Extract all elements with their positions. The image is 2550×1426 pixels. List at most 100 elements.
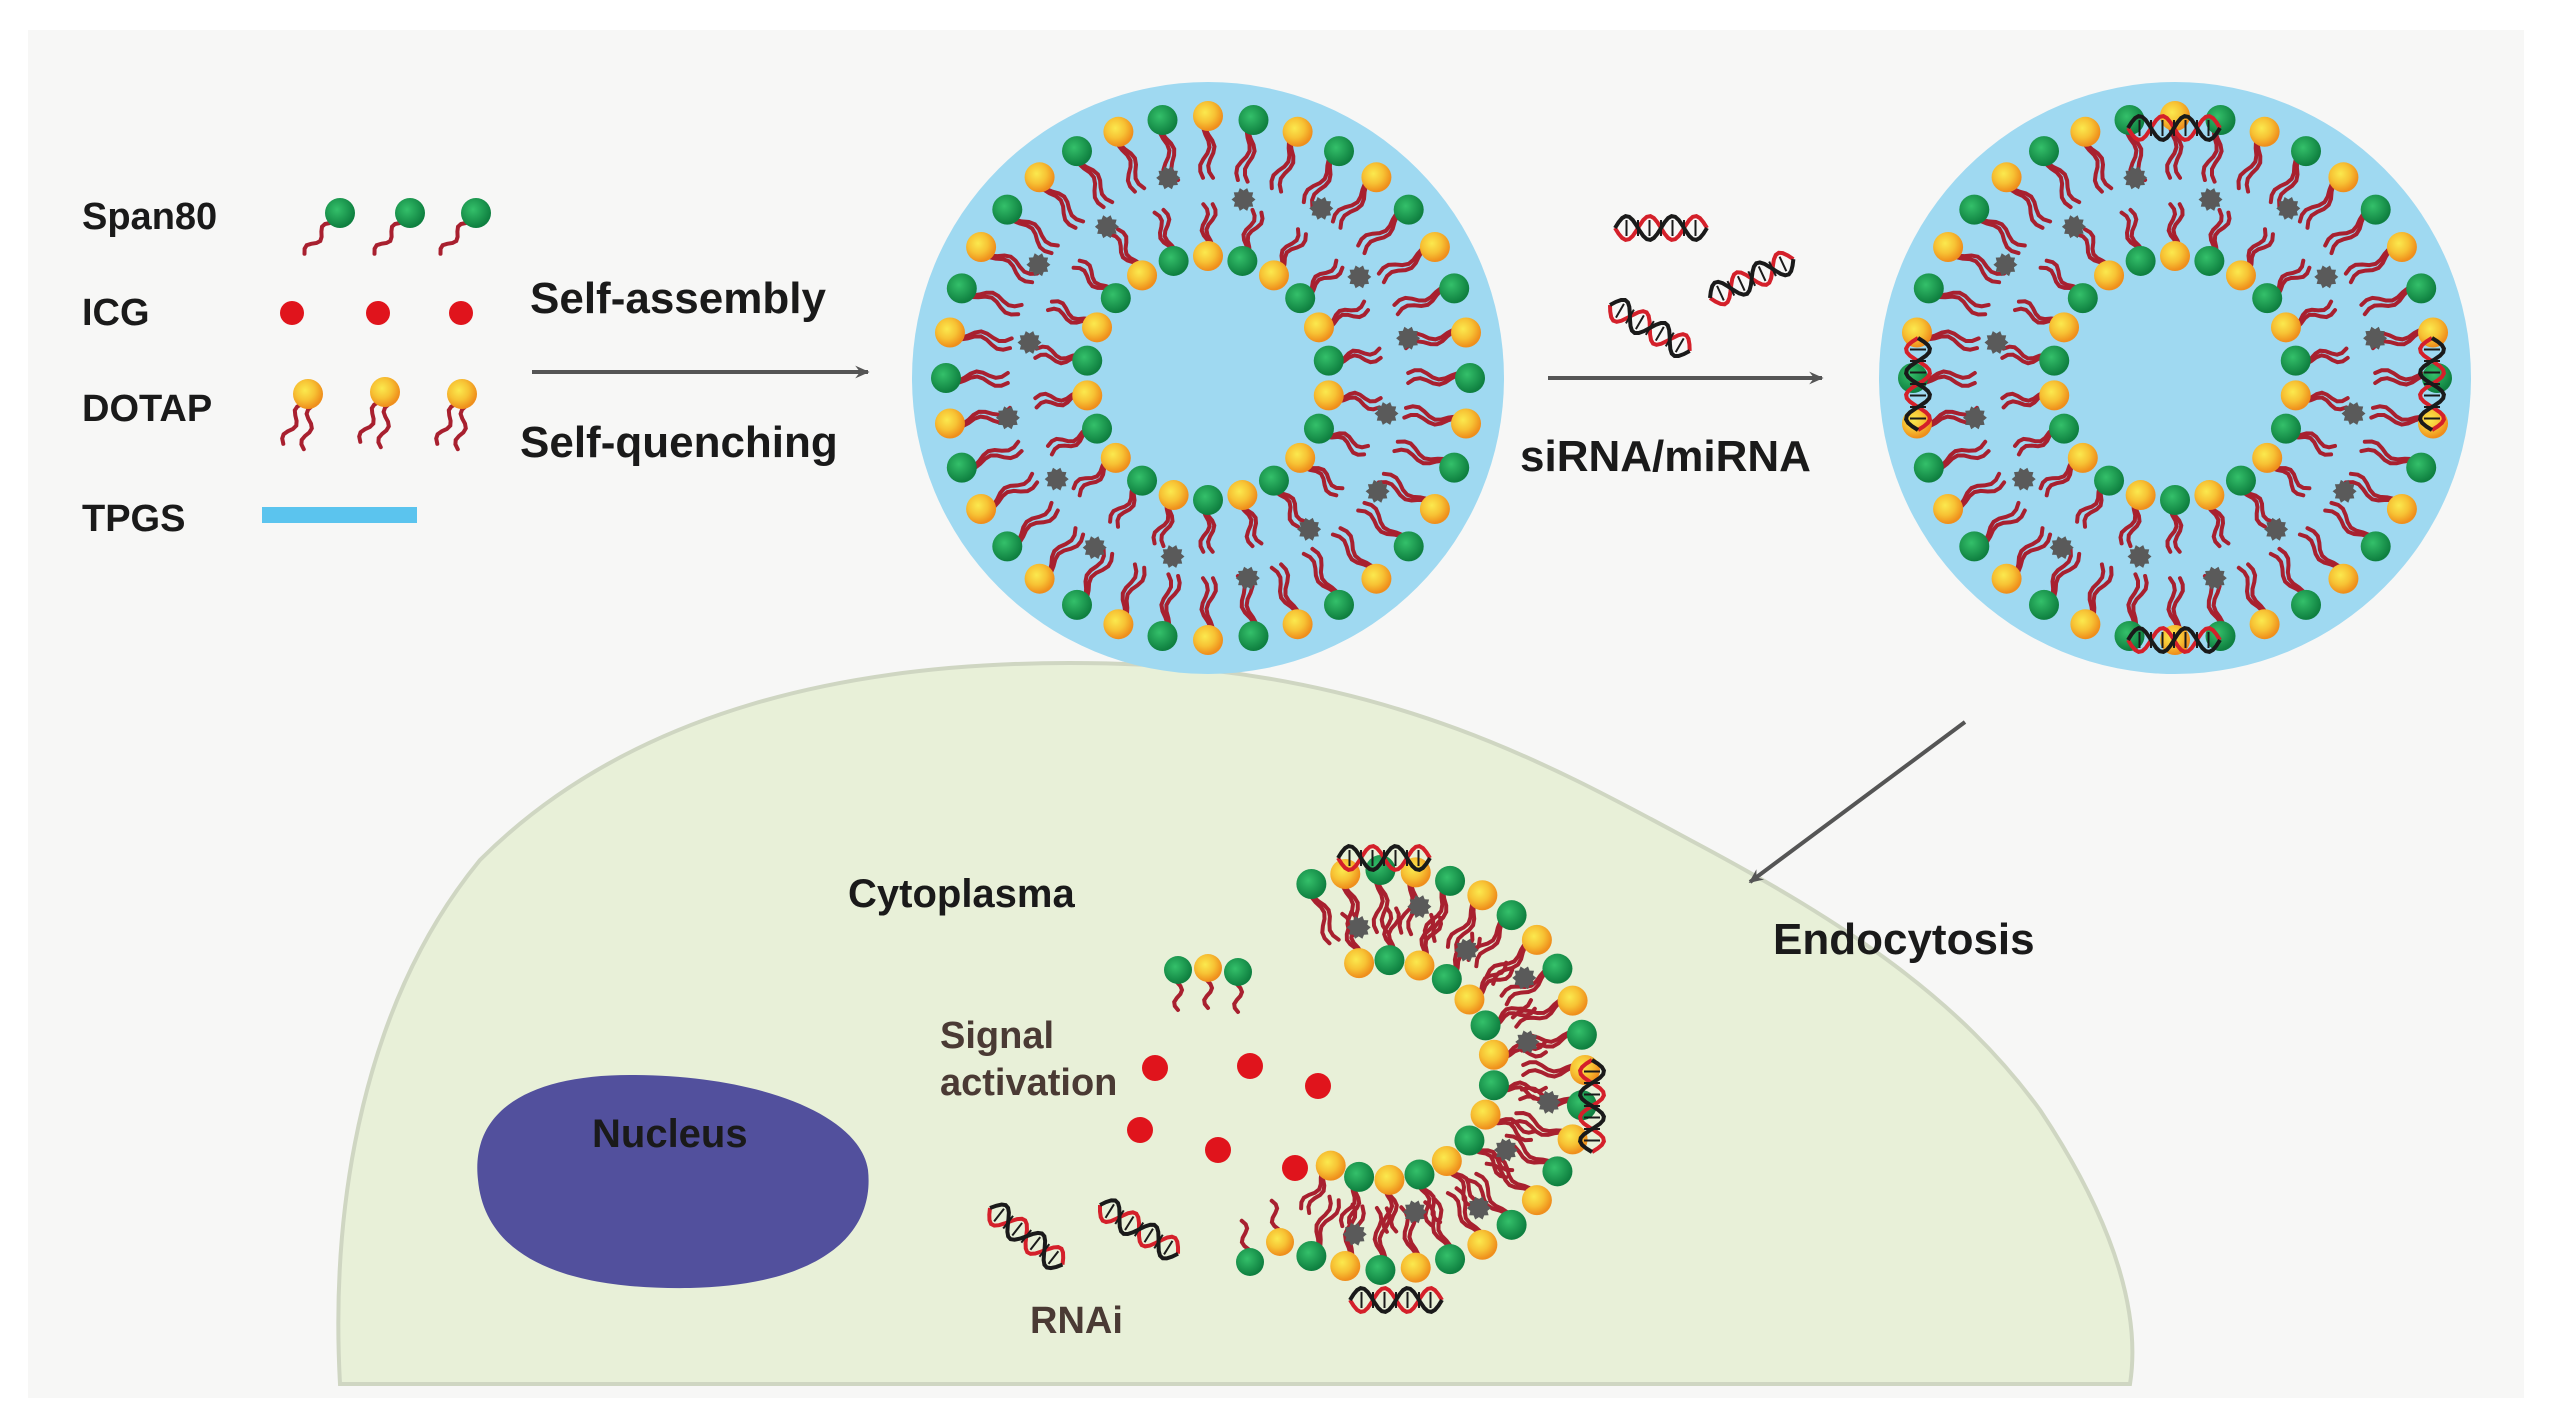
span80-head [1454, 1125, 1485, 1156]
rna-duplex [987, 1202, 1066, 1271]
quenched-icg [2123, 166, 2148, 190]
rna-base-pair [1674, 337, 1685, 353]
quenched-icg [2276, 197, 2301, 220]
quenched-icg [1156, 166, 1181, 190]
span80-head [1072, 345, 1103, 376]
dotap-head [1521, 1185, 1552, 1216]
span80-head [395, 198, 425, 228]
span80-head [2291, 136, 2321, 167]
rna-duplex [1708, 250, 1796, 307]
quenched-icg [1454, 938, 1479, 962]
rna-base-pair [1011, 1222, 1023, 1237]
span80-head [1100, 283, 1131, 314]
dotap-head [2160, 101, 2190, 131]
rna-base-pair [1747, 270, 1756, 287]
rna-base-pair [1104, 1203, 1115, 1219]
dotap-head [2160, 241, 2190, 271]
span80-head [1193, 485, 1223, 515]
rna-base-pair [1778, 256, 1788, 272]
lipid-fragment [1236, 1198, 1294, 1276]
quenched-icg [1407, 895, 1432, 918]
dotap-head [1557, 1124, 1588, 1155]
dotap-head [1419, 232, 1450, 262]
rna-base-pair [1029, 1236, 1042, 1251]
quenched-icg [2202, 566, 2227, 590]
sirna-mirna-label: siRNA/miRNA [1520, 432, 1811, 481]
dotap-head [1467, 880, 1498, 911]
icg-dot [449, 301, 473, 325]
rna-base-pair [1124, 1215, 1135, 1231]
lipid-tail [280, 402, 304, 446]
dotap-head [1400, 1252, 1431, 1283]
span80-head [1496, 900, 1527, 931]
span80-head [1147, 621, 1178, 652]
dotap-head [1258, 260, 1289, 291]
quenched-icg [1094, 215, 1119, 239]
quenched-icg [1365, 479, 1390, 503]
dotap-head [1315, 1150, 1346, 1181]
rna-base-pair [1664, 332, 1675, 347]
dotap-head [1282, 116, 1313, 147]
rna-base-pair [1644, 320, 1655, 336]
dotap-head [1991, 162, 2022, 193]
span80-head [1439, 273, 1470, 304]
span80-head [1404, 1159, 1435, 1190]
cytoplasma-label: Cytoplasma [848, 872, 1075, 916]
signal-activation-label-line1: Signal [940, 1015, 1055, 1057]
dotap-head [447, 379, 477, 409]
rna-base-pair [1114, 1209, 1125, 1225]
span80-head [1959, 531, 1990, 562]
icg-dot [1127, 1117, 1153, 1143]
dotap-head [2094, 260, 2125, 291]
span80-head [2205, 621, 2236, 652]
rna-base-pair [1716, 285, 1725, 301]
rna-base-pair [1153, 1234, 1164, 1249]
dotap-head [1266, 1228, 1294, 1256]
dotap-head [2070, 609, 2101, 640]
dotap-head [1193, 625, 1223, 655]
dotap-head [1227, 480, 1258, 511]
legend-dotap-icons [280, 377, 477, 452]
dotap-head [2418, 408, 2449, 439]
rna-base-pair [1038, 1243, 1051, 1258]
span80-head [2114, 104, 2145, 135]
span80-head [1236, 1248, 1264, 1276]
dotap-head [2194, 480, 2225, 511]
dotap-head [293, 379, 323, 409]
legend-icg-label: ICG [82, 292, 150, 334]
loaded-vesicle-bilayer [1898, 101, 2452, 655]
dotap-head [1361, 162, 1392, 193]
dotap-head [1557, 985, 1588, 1016]
dotap-head [2039, 380, 2070, 411]
rna-base-pair [1002, 1215, 1014, 1230]
span80-head [1344, 1161, 1375, 1192]
dotap-head [1374, 1164, 1405, 1195]
icg-dot [1205, 1137, 1231, 1163]
dotap-head [2252, 442, 2283, 473]
quenched-icg [995, 406, 1020, 430]
span80-head [2406, 452, 2437, 483]
rna-base-pair [993, 1208, 1005, 1222]
span80-head [2194, 245, 2225, 276]
span80-head [1164, 956, 1192, 984]
dotap-head [1467, 1229, 1498, 1260]
span80-head [1224, 958, 1252, 986]
legend-dotap-label: DOTAP [82, 388, 213, 430]
span80-head [1542, 953, 1573, 984]
dotap-head [2249, 609, 2280, 640]
span80-head [2125, 245, 2156, 276]
rna-base-pair [1757, 266, 1767, 282]
rna-duplex [1903, 336, 1933, 432]
rna-base-pair [1654, 326, 1665, 342]
dotap-head [1193, 241, 1223, 271]
dotap-head [1282, 609, 1313, 640]
span80-head [461, 198, 491, 228]
span80-head [1374, 945, 1405, 976]
quenched-icg [2341, 402, 2366, 425]
rna-duplex [2126, 625, 2222, 655]
span80-head [992, 194, 1023, 225]
dotap-head [1901, 408, 1932, 439]
quenched-icg [1493, 1138, 1518, 1162]
span80-head [1158, 245, 1189, 276]
